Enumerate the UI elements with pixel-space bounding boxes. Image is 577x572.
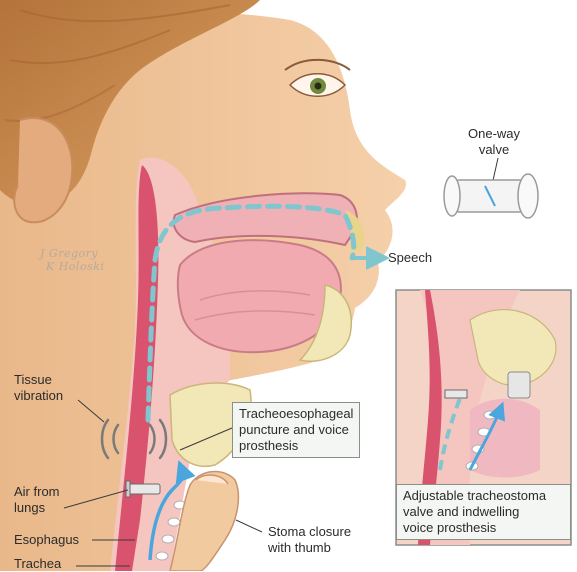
trachea-label: Trachea <box>14 556 61 572</box>
tissue-vibration-label: Tissue vibration <box>14 372 63 404</box>
stoma-closure-line-2: with thumb <box>268 540 351 556</box>
stoma-closure-label: Stoma closure with thumb <box>268 524 351 556</box>
air-from-lungs-line-2: lungs <box>14 500 60 516</box>
tissue-vibration-line-2: vibration <box>14 388 63 404</box>
inset-caption-line-3: voice prosthesis <box>403 520 564 536</box>
inset-caption-line-2: valve and indwelling <box>403 504 564 520</box>
tissue-vibration-line-1: Tissue <box>14 372 63 388</box>
signature-line-2: K Holoski <box>46 260 104 273</box>
one-way-valve-line-1: One-way <box>468 126 520 142</box>
stoma-closure-line-1: Stoma closure <box>268 524 351 540</box>
signature-line-1: J Gregory <box>40 247 104 260</box>
te-puncture-callout: Tracheoesophageal puncture and voice pro… <box>232 402 360 458</box>
te-puncture-line-3: prosthesis <box>239 438 353 454</box>
inset-caption: Adjustable tracheostoma valve and indwel… <box>396 484 571 540</box>
esophagus-label: Esophagus <box>14 532 79 548</box>
te-puncture-line-1: Tracheoesophageal <box>239 406 353 422</box>
speech-label: Speech <box>388 250 432 266</box>
one-way-valve-line-2: valve <box>468 142 520 158</box>
te-puncture-line-2: puncture and voice <box>239 422 353 438</box>
inset-caption-line-1: Adjustable tracheostoma <box>403 488 564 504</box>
air-from-lungs-label: Air from lungs <box>14 484 60 516</box>
one-way-valve-icon <box>444 174 538 218</box>
air-from-lungs-line-1: Air from <box>14 484 60 500</box>
one-way-valve-label: One-way valve <box>468 126 520 158</box>
artist-signature: J Gregory K Holoski <box>40 247 104 273</box>
